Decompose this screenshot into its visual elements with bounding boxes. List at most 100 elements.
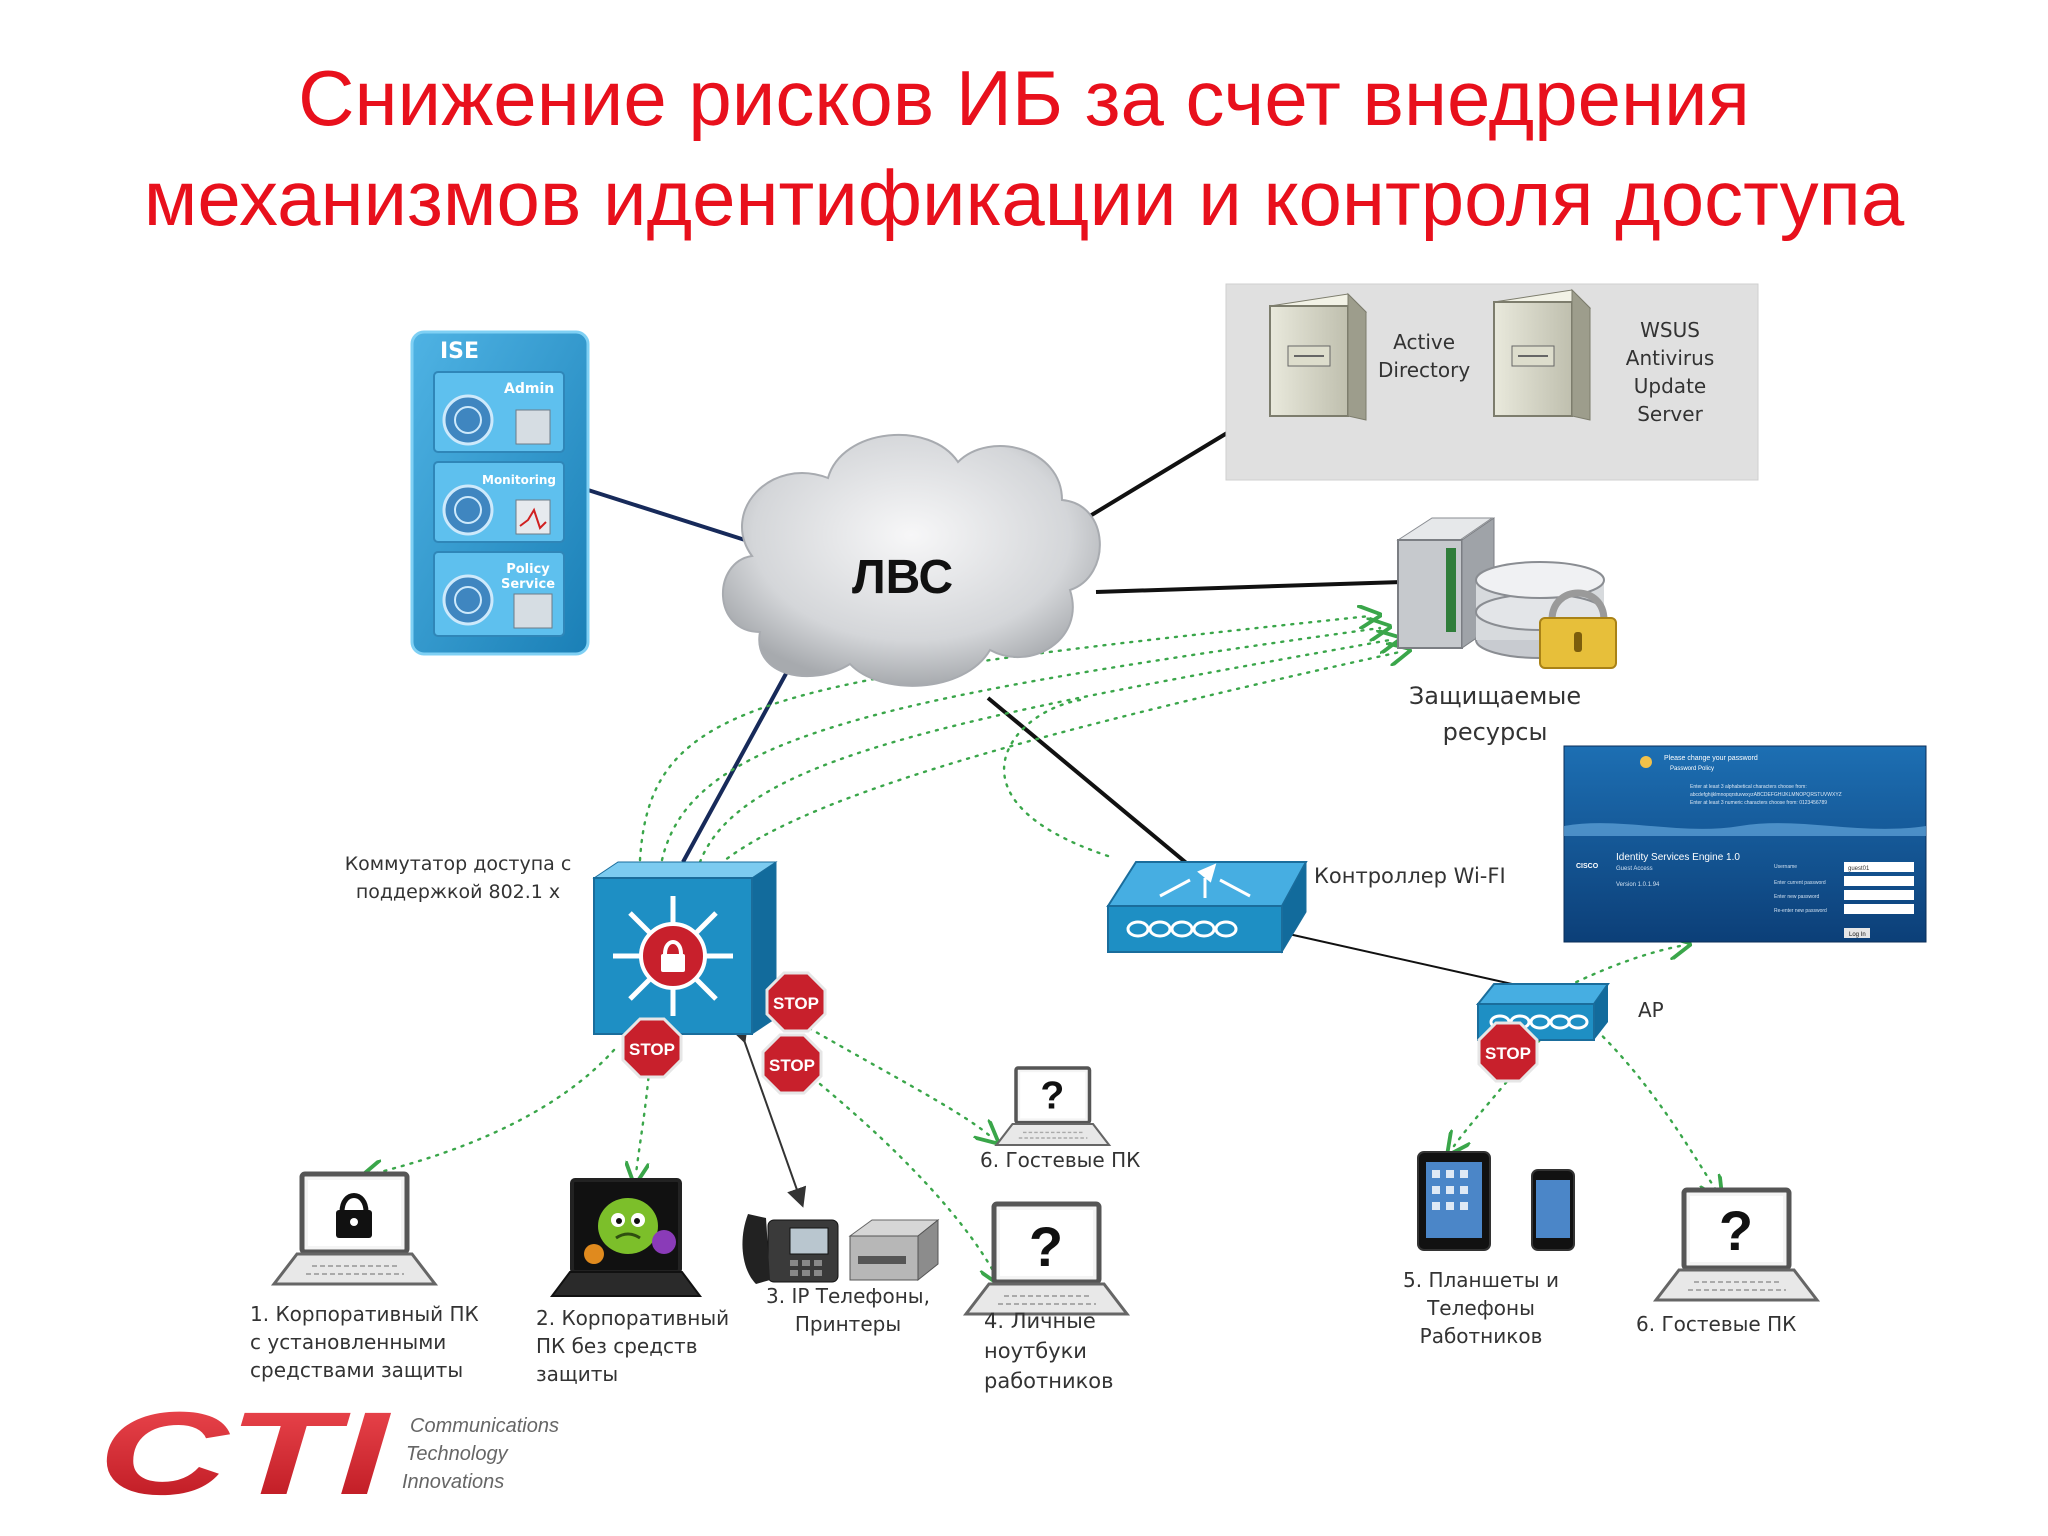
dotted-access-flows xyxy=(372,616,1716,1276)
protected-label-line: Защищаемые xyxy=(1408,682,1582,710)
personal-laptop: ? xyxy=(966,1204,1127,1314)
server-icon xyxy=(1492,288,1592,421)
label-guest-pc-wifi: 6. Гостевые ПК xyxy=(1636,1312,1797,1336)
lan-cloud xyxy=(721,433,1101,687)
wifi-controller-label: Контроллер Wi-FI xyxy=(1314,864,1506,888)
ise-module-monitoring-label: Monitoring xyxy=(482,473,556,487)
link-lan-switch xyxy=(681,669,790,863)
svg-text:STOP: STOP xyxy=(769,1056,815,1075)
ad-label-line: Directory xyxy=(1378,358,1471,382)
svg-text:STOP: STOP xyxy=(1485,1044,1531,1063)
tagline-line: Technology xyxy=(406,1443,508,1465)
slide-title: Снижение рисков ИБ за счет внедрения мех… xyxy=(0,48,2048,248)
label-line: Принтеры xyxy=(794,1312,902,1336)
label-tablets-phones: 5. Планшеты и Телефоны Работников xyxy=(1396,1266,1566,1350)
label-line: 2. Корпоративный xyxy=(536,1306,730,1330)
portal-login-button xyxy=(1844,928,1870,938)
svg-text:Identity Services Engine 1.0: Identity Services Engine 1.0 xyxy=(1616,852,1740,863)
corporate-laptop-protected xyxy=(274,1174,435,1284)
switch-label-line: поддержкой 802.1 х xyxy=(355,881,561,903)
lan-label: ЛВС xyxy=(852,551,954,604)
label-line: ноутбуки xyxy=(984,1339,1087,1363)
servers-panel xyxy=(1225,283,1759,481)
ise-module-admin-label: Admin xyxy=(504,381,555,397)
label-line: 4. Личные xyxy=(984,1309,1096,1333)
label-phones-printers: 3. IP Телефоны, Принтеры xyxy=(748,1282,948,1338)
stop-sign: STOP xyxy=(621,1017,683,1079)
svg-text:guest01: guest01 xyxy=(1848,866,1870,872)
label-line: работников xyxy=(984,1369,1114,1393)
label-personal-laptops: 4. Личные ноутбуки работников xyxy=(984,1306,1114,1396)
link-switch-phones xyxy=(729,1021,807,1208)
svg-text:Password Policy: Password Policy xyxy=(1670,766,1714,772)
portal-confirm-password-field xyxy=(1844,904,1914,914)
ise-module-policy-label: Policy Service xyxy=(500,562,556,592)
virus-icon xyxy=(584,1198,676,1264)
smartphone-icon xyxy=(1531,1169,1575,1251)
stop-sign: STOP xyxy=(1477,1021,1539,1083)
svg-text:?: ? xyxy=(1029,1215,1063,1278)
tagline-line: Innovations xyxy=(402,1471,505,1493)
stop-sign: STOP xyxy=(761,1033,823,1095)
ip-phone-icon xyxy=(742,1214,839,1284)
link-wlc-ap xyxy=(1261,927,1513,985)
lock-icon xyxy=(336,1193,372,1238)
printer-icon xyxy=(848,1218,940,1282)
label-line: Работников xyxy=(1419,1324,1543,1348)
svg-text:STOP: STOP xyxy=(773,994,819,1013)
ise-module-policy xyxy=(433,551,565,637)
label-line: ПК без средств xyxy=(536,1334,698,1358)
switch-label-line: Коммутатор доступа с xyxy=(344,853,572,875)
svg-text:Log In: Log In xyxy=(1849,932,1866,938)
svg-text:STOP: STOP xyxy=(629,1040,675,1059)
wifi-controller-icon xyxy=(1106,861,1308,954)
guest-laptop-wifi: ? xyxy=(1656,1190,1817,1300)
tablet-icon xyxy=(1417,1151,1491,1251)
svg-text:Version 1.0.1.94: Version 1.0.1.94 xyxy=(1616,882,1660,888)
guest-laptop-switch: ? xyxy=(994,1066,1111,1147)
ise-module-monitoring xyxy=(433,461,565,543)
svg-text:Enter at least 3 alphabetical: Enter at least 3 alphabetical characters… xyxy=(1690,784,1807,790)
label-line: 1. Корпоративный ПК xyxy=(250,1302,479,1326)
svg-text:Enter new password: Enter new password xyxy=(1774,894,1820,900)
ise-title: ISE xyxy=(440,339,480,364)
server-icon xyxy=(1268,292,1368,421)
label-line: 3. IP Телефоны, xyxy=(766,1284,930,1308)
ad-label-line: Active xyxy=(1393,330,1456,354)
stop-sign: STOP xyxy=(765,971,827,1033)
svg-text:?: ? xyxy=(1040,1075,1064,1118)
svg-text:Username: Username xyxy=(1774,864,1797,870)
corporate-laptop-unprotected xyxy=(550,1178,702,1297)
svg-text:Please change your password: Please change your password xyxy=(1664,755,1758,762)
svg-text:CISCO: CISCO xyxy=(1576,863,1599,870)
label-corporate-pc: 1. Корпоративный ПК с установленными сре… xyxy=(250,1300,479,1384)
cti-logo-mark: CTI xyxy=(98,1388,391,1520)
protected-resources-icon xyxy=(1396,517,1617,669)
wsus-label-line: Antivirus Update xyxy=(1625,346,1715,398)
ad-label: Active Directory xyxy=(1378,328,1470,384)
wsus-label-line: Server xyxy=(1637,402,1703,426)
svg-text:Enter at least 3 numeric chara: Enter at least 3 numeric characters choo… xyxy=(1690,800,1827,806)
link-lan-servers xyxy=(1078,428,1234,524)
title-line-2: механизмов идентификации и контроля дост… xyxy=(143,154,1905,242)
cti-logo-tagline: Communications Technology Innovations xyxy=(402,1412,559,1496)
tagline-line: Communications xyxy=(410,1415,559,1437)
label-guest-pc-switch: 6. Гостевые ПК xyxy=(980,1148,1141,1172)
link-lan-protected xyxy=(1095,580,1401,594)
wsus-label-line: WSUS xyxy=(1640,318,1700,342)
link-lan-wlc xyxy=(986,696,1192,868)
svg-text:Guest Access: Guest Access xyxy=(1616,866,1653,872)
guest-portal-screenshot: Please change your password Password Pol… xyxy=(1563,745,1927,943)
svg-text:Enter current password: Enter current password xyxy=(1774,880,1826,886)
label-line: 5. Планшеты и xyxy=(1403,1268,1559,1292)
protected-resources-label: Защищаемые ресурсы xyxy=(1400,678,1590,750)
label-line: Телефоны xyxy=(1427,1296,1535,1320)
title-line-1: Снижение рисков ИБ за счет внедрения xyxy=(298,54,1750,142)
portal-password-field xyxy=(1844,876,1914,886)
ise-appliance xyxy=(410,330,590,656)
link-ise-lan xyxy=(587,488,746,542)
ise-module-admin xyxy=(433,371,565,453)
protected-label-line: ресурсы xyxy=(1442,718,1548,746)
svg-text:Re-enter new password: Re-enter new password xyxy=(1774,908,1827,914)
